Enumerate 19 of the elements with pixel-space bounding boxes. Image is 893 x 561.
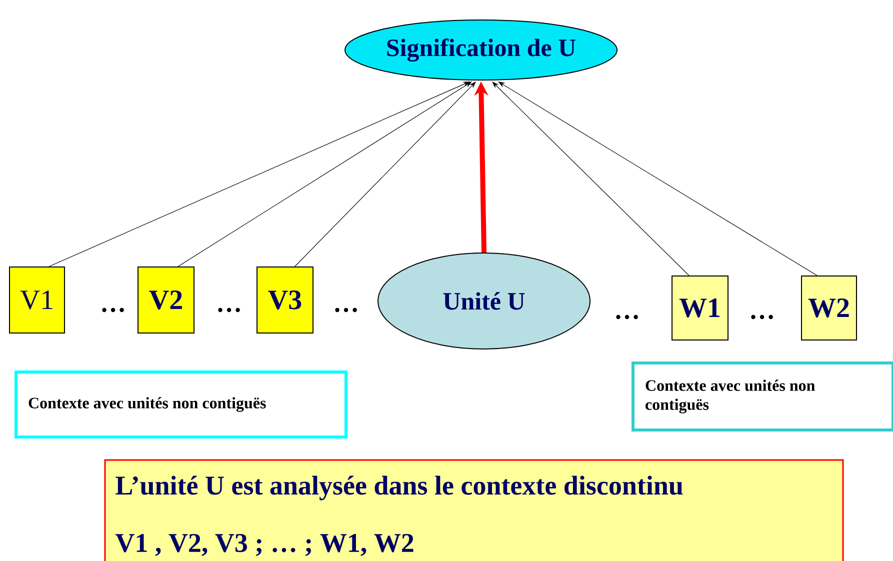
- unit-box: V1: [9, 266, 65, 334]
- arrow: [178, 82, 472, 267]
- unit-box: V2: [138, 266, 194, 334]
- statement-text: V1 , V2, V3 ; … ; W1, W2: [116, 534, 414, 556]
- ellipsis: …: [751, 314, 773, 320]
- context-box: Contexte avec unités non contiguës: [632, 362, 893, 432]
- unit-box: W2: [801, 276, 857, 340]
- arrow: [498, 82, 818, 276]
- ellipsis: …: [335, 308, 357, 312]
- unit-box: W1: [672, 276, 728, 340]
- unit-box: V3: [256, 266, 314, 334]
- arrow: [492, 82, 690, 276]
- statement-text: L’unité U est analysée dans le contexte discontinu: [116, 476, 683, 500]
- context-box: Contexte avec unités non contiguës: [14, 370, 348, 438]
- ellipsis: …: [218, 308, 240, 312]
- ellipsis: …: [616, 314, 638, 320]
- arrow: [294, 82, 476, 267]
- ellipsis: …: [102, 308, 124, 312]
- statement-box: [104, 459, 844, 561]
